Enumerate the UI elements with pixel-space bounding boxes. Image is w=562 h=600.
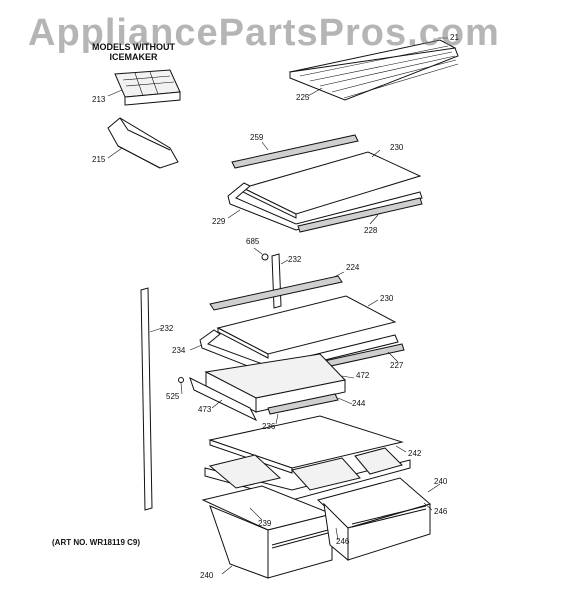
- callout-244: 244: [352, 399, 366, 408]
- callout-259: 259: [250, 133, 264, 142]
- callout-213: 213: [92, 95, 106, 104]
- callout-246-right: 246: [434, 507, 448, 516]
- callout-229: 229: [212, 217, 226, 226]
- callout-230-middle: 230: [380, 294, 394, 303]
- callout-21: 21: [450, 33, 459, 42]
- header-line2: ICEMAKER: [109, 52, 158, 63]
- callout-472: 472: [356, 371, 370, 380]
- leader-lines: [107, 37, 448, 575]
- section-header: MODELS WITHOUT ICEMAKER: [92, 42, 175, 63]
- ice-bin-part: [107, 117, 179, 169]
- callout-232-upper: 232: [288, 255, 302, 264]
- callout-246-middle: 246: [336, 537, 350, 546]
- wire-shelf-part: [288, 39, 459, 101]
- vertical-strip-left: [140, 287, 153, 511]
- watermark: AppliancePartsPros.com: [28, 12, 500, 54]
- callout-227: 227: [390, 361, 404, 370]
- callout-230-upper: 230: [390, 143, 404, 152]
- callout-240-right: 240: [434, 477, 448, 486]
- callout-685: 685: [246, 237, 260, 246]
- callout-225: 225: [296, 93, 310, 102]
- callout-215: 215: [92, 155, 106, 164]
- callout-224: 224: [346, 263, 360, 272]
- callout-473: 473: [198, 405, 212, 414]
- middle-shelf-assembly: [199, 275, 405, 379]
- callout-239: 239: [258, 519, 272, 528]
- callout-236: 236: [262, 422, 276, 431]
- ice-tray-part: [114, 69, 181, 106]
- crisper-drawer-right: [317, 477, 432, 562]
- vertical-strip-upper: [261, 253, 282, 309]
- callout-240-left: 240: [200, 571, 214, 580]
- callout-232-left: 232: [160, 324, 174, 333]
- callout-242: 242: [408, 449, 422, 458]
- callout-228: 228: [364, 226, 378, 235]
- header-line1: MODELS WITHOUT: [92, 42, 175, 52]
- callout-525: 525: [166, 392, 180, 401]
- callout-234: 234: [172, 346, 186, 355]
- upper-shelf-assembly: [227, 134, 423, 233]
- crisper-drawer-left: [201, 485, 334, 579]
- art-number: (ART NO. WR18119 C9): [52, 538, 141, 547]
- crisper-frame-assembly: [178, 353, 346, 422]
